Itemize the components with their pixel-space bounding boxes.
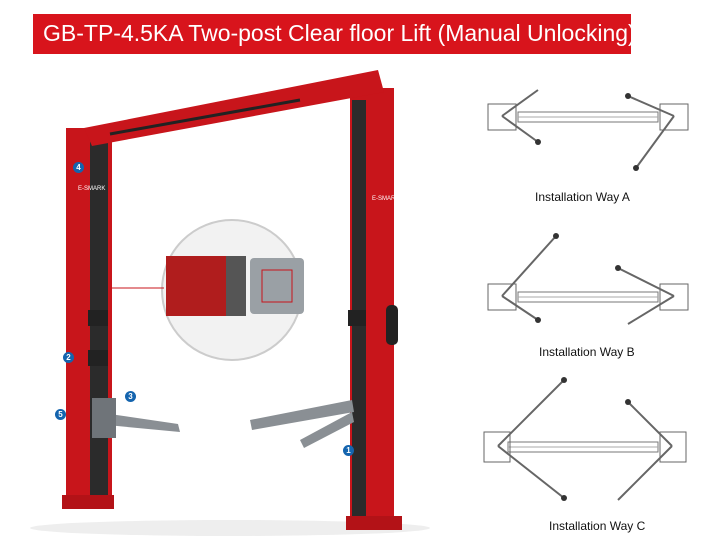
title-bar: GB-TP-4.5KA Two-post Clear floor Lift (M… — [33, 14, 636, 54]
installation-diagram-b — [487, 233, 689, 325]
callout-badge: 1 — [343, 445, 354, 456]
installation-diagram-c — [483, 377, 687, 501]
page-title: GB-TP-4.5KA Two-post Clear floor Lift (M… — [43, 20, 636, 46]
installation-caption: Installation Way B — [539, 345, 635, 359]
installation-caption: Installation Way A — [535, 190, 630, 204]
callout-badge: 4 — [73, 162, 84, 173]
installation-diagram-a — [487, 89, 689, 171]
installation-caption: Installation Way C — [549, 519, 646, 533]
callout-badge: 2 — [63, 352, 74, 363]
callout-badge: 5 — [55, 409, 66, 420]
svg-text:E-SMARK: E-SMARK — [78, 186, 105, 192]
svg-text:E-SMARK: E-SMARK — [372, 196, 399, 202]
callout-badge: 3 — [125, 391, 136, 402]
lift-photo: E-SMARK E-SMARK — [30, 70, 430, 536]
